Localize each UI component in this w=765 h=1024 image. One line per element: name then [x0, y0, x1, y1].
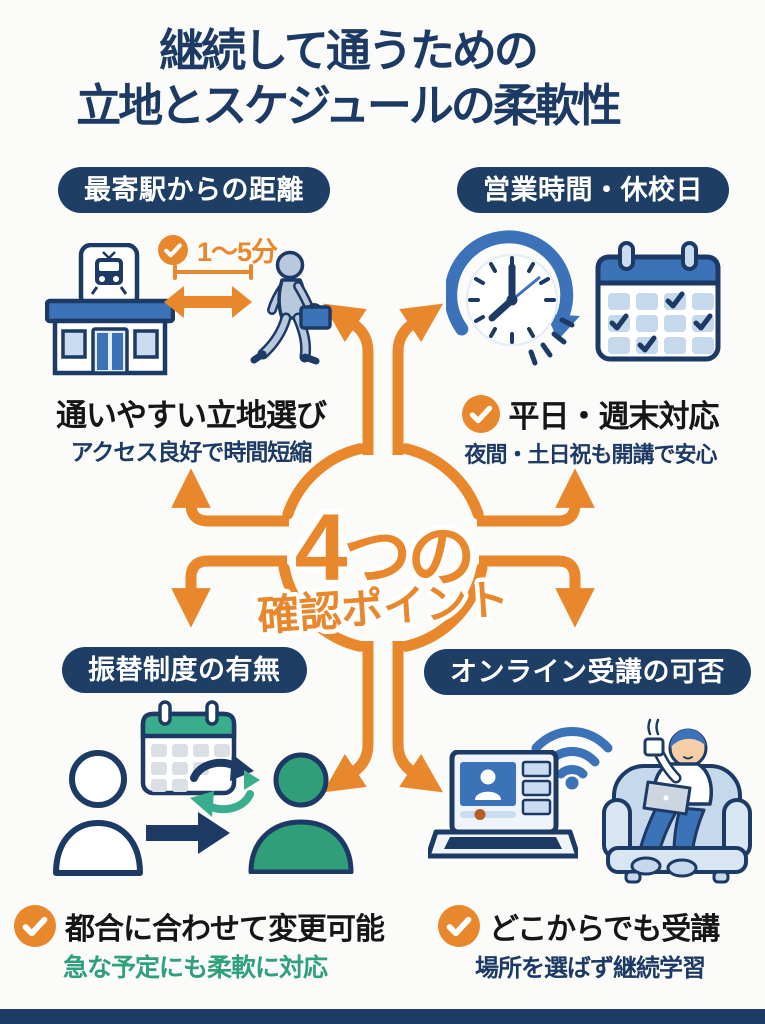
arrow-down-right — [392, 641, 444, 793]
online-heading-row: どこからでも受講 — [438, 904, 720, 948]
makeup-sub: 急な予定にも柔軟に対応 — [62, 954, 328, 982]
walk-time-label: 1〜5分 — [158, 230, 278, 269]
check-icon — [14, 905, 56, 947]
title-line-2: 立地とスケジュールの柔軟性 — [76, 79, 622, 131]
bottom-bar — [0, 1009, 765, 1024]
laptop-video-icon — [428, 750, 578, 859]
walking-person-icon — [250, 250, 332, 365]
arrow-right-up — [477, 468, 595, 527]
distance-bracket-icon — [173, 264, 253, 280]
arrow-up-right — [392, 303, 444, 455]
hub-arrows — [171, 303, 595, 793]
person-outline-icon — [53, 750, 143, 876]
arrow-right-down — [479, 555, 595, 628]
hours-heading-row: 平日・週末対応 — [440, 391, 740, 436]
swap-arrows-icon — [190, 754, 260, 817]
walk-time-text: 1〜5分 — [197, 237, 278, 267]
makeup-heading-row: 都合に合わせて変更可能 — [14, 904, 385, 948]
person-filled-icon — [248, 752, 354, 874]
online-heading: どこからでも受講 — [489, 913, 720, 946]
page-title: 継続して通うための 立地とスケジュールの柔軟性 — [0, 24, 765, 134]
arrow-left-up — [171, 468, 289, 527]
hours-heading: 平日・週末対応 — [508, 399, 720, 434]
badge-business-hours: 営業時間・休校日 — [457, 167, 729, 213]
title-line-1: 継続して通うための — [159, 25, 539, 76]
station-sub: アクセス良好で時間短縮 — [70, 439, 313, 465]
person-sofa-icon — [602, 718, 752, 884]
transfer-arrow-icon — [146, 812, 230, 854]
clock-icon — [446, 230, 580, 366]
online-sub: 場所を選ばず継続学習 — [475, 955, 706, 982]
check-icon — [158, 234, 188, 265]
hub-label-line2: 確認ポイント — [256, 575, 511, 639]
badge-station-distance: 最寄駅からの距離 — [58, 167, 330, 213]
check-icon — [461, 394, 500, 433]
hours-sub: 夜間・土日祝も開講で安心 — [464, 442, 717, 467]
wifi-icon — [531, 727, 613, 790]
calendar-check-icon — [595, 241, 721, 362]
distance-arrow-icon — [164, 286, 252, 318]
hub-label-line1: 4つの — [295, 495, 472, 601]
badge-online-lessons: オンライン受講の可否 — [424, 649, 751, 695]
hub-ring — [278, 443, 488, 652]
badge-makeup-system: 振替制度の有無 — [62, 647, 307, 693]
station-icon — [45, 243, 175, 376]
arrow-left-down — [171, 555, 287, 628]
check-icon — [438, 905, 480, 947]
station-heading: 通いやすい立地選び — [56, 398, 327, 433]
makeup-heading: 都合に合わせて変更可能 — [65, 913, 385, 946]
